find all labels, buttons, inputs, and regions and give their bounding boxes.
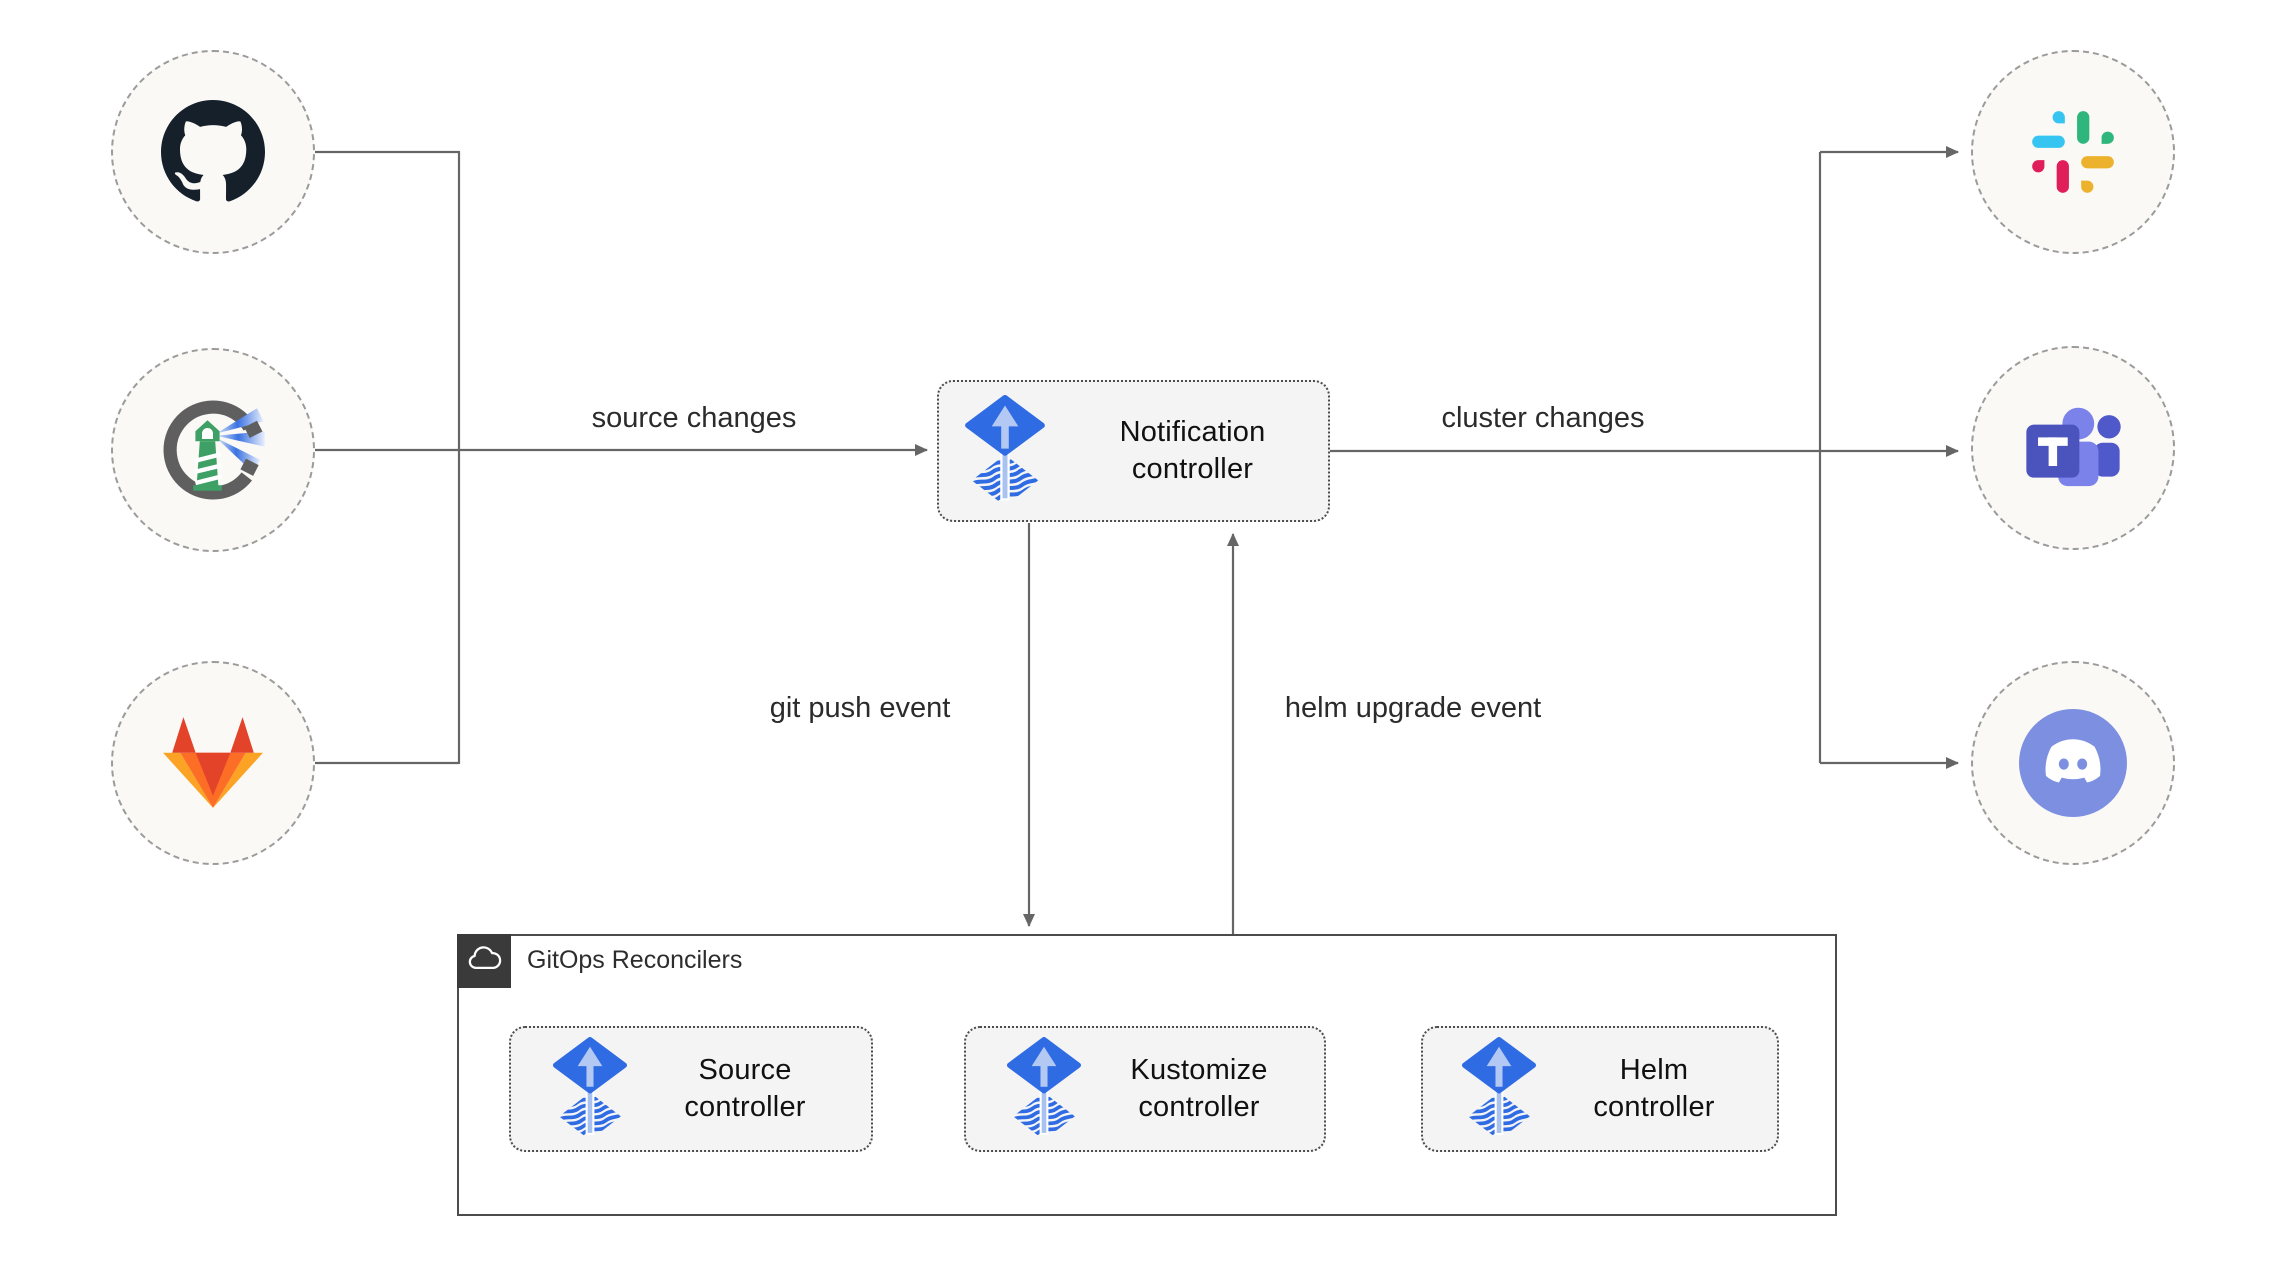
gitlab-icon xyxy=(162,716,264,810)
slack-icon xyxy=(2024,103,2122,201)
helm-controller-node: Helm controller xyxy=(1421,1026,1779,1152)
cloud-icon xyxy=(464,941,504,981)
helm-controller-label: Helm controller xyxy=(1593,1054,1715,1123)
group-title: GitOps Reconcilers xyxy=(527,946,743,974)
teams-node xyxy=(1971,346,2175,550)
group-badge xyxy=(457,934,511,988)
kustomize-controller-label: Kustomize controller xyxy=(1130,1054,1268,1123)
source-controller-node: Source controller xyxy=(509,1026,873,1152)
github-node xyxy=(111,50,315,254)
cluster-changes-label: cluster changes xyxy=(1441,402,1645,434)
flux-icon xyxy=(963,395,1047,507)
harbor-icon xyxy=(158,395,268,505)
kustomize-controller-node: Kustomize controller xyxy=(964,1026,1326,1152)
git-push-event-label: git push event xyxy=(769,692,951,724)
teams-icon xyxy=(2020,395,2126,501)
discord-icon xyxy=(2019,709,2127,817)
notification-controller-label: Notification controller xyxy=(1119,416,1266,485)
gitlab-node xyxy=(111,661,315,865)
slack-node xyxy=(1971,50,2175,254)
source-controller-label: Source controller xyxy=(684,1054,806,1123)
discord-node xyxy=(1971,661,2175,865)
flux-icon xyxy=(551,1037,629,1141)
harbor-node xyxy=(111,348,315,552)
github-icon xyxy=(161,100,265,204)
flux-icon xyxy=(1460,1037,1538,1141)
helm-upgrade-event-label: helm upgrade event xyxy=(1284,692,1542,724)
notification-controller-node: Notification controller xyxy=(937,380,1330,522)
source-changes-label: source changes xyxy=(591,402,797,434)
flux-icon xyxy=(1005,1037,1083,1141)
